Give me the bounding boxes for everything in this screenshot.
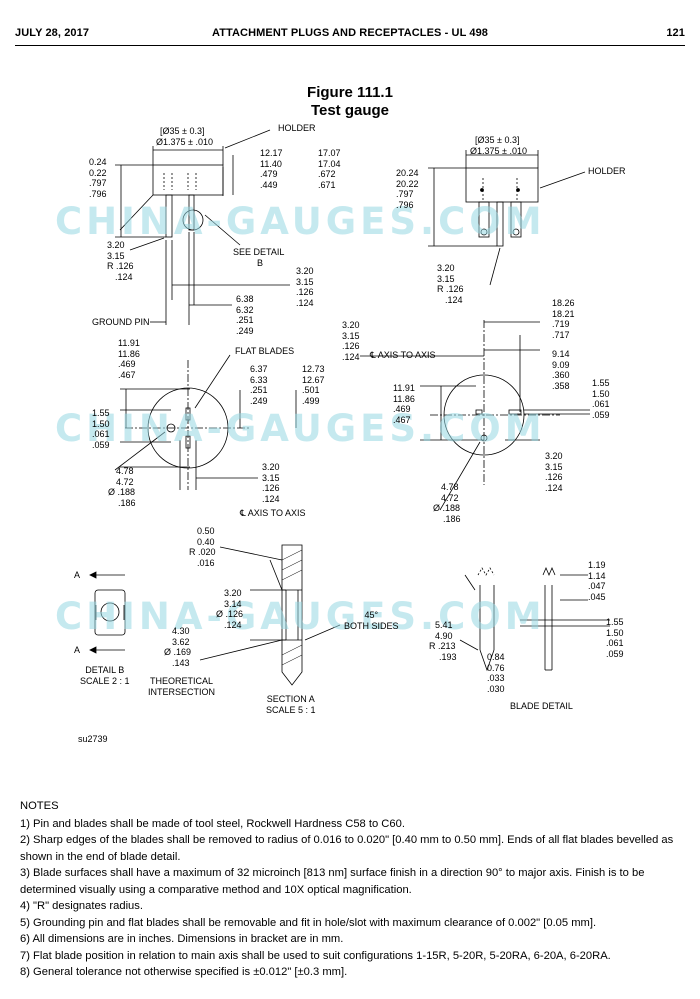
page-number: 121: [666, 27, 685, 39]
dim-024: 0.24 0.22 .797 .796: [89, 157, 107, 199]
side-view-right: [428, 150, 586, 286]
front-view-right: [360, 320, 590, 511]
blade-detail-caption: BLADE DETAIL: [510, 701, 573, 711]
front-view-left: [114, 354, 297, 490]
note-item: 8) General tolerance not otherwise speci…: [20, 966, 348, 978]
holder-label-right: HOLDER: [588, 166, 626, 176]
section-mark-bottom: A: [74, 645, 81, 655]
holder-dia-in-right: Ø1.375 ± .010: [470, 146, 527, 156]
note-item: 2) Sharp edges of the blades shall be re…: [20, 834, 674, 863]
dim-155-blade: 1.55 1.50 .061 .059: [606, 617, 624, 659]
header-date: JULY 28, 2017: [15, 27, 90, 39]
holder-dia-mm: [Ø35 ± 0.3]: [160, 126, 205, 136]
dim-478-left: 4.78 4.72 Ø .188 .186: [108, 466, 136, 508]
holder-dia-mm-right: [Ø35 ± 0.3]: [475, 135, 520, 145]
figure-caption: Test gauge: [310, 102, 390, 119]
dim-pin-320: 3.20 3.15 .126 .124: [296, 266, 314, 308]
dim-1826: 18.26 18.21 .719 .717: [552, 298, 575, 340]
dim-2024: 20.24 20.22 .797 .796: [396, 168, 419, 210]
dim-050: 0.50 0.40 R .020 .016: [189, 526, 216, 568]
dim-541: 5.41 4.90 R .213 .193: [429, 620, 457, 662]
holder-label: HOLDER: [278, 123, 316, 133]
bevel-45: 45° BOTH SIDES: [344, 610, 399, 631]
dim-320-mid: 3.20 3.15 .126 .124: [262, 462, 280, 504]
dim-1191-right: 11.91 11.86 .469 .467: [393, 383, 415, 425]
header-title: ATTACHMENT PLUGS AND RECEPTACLES - UL 49…: [211, 27, 489, 39]
dim-320-right: 3.20 3.15 .126 .124: [342, 320, 360, 362]
dim-1217: 12.17 11.40 .479 .449: [260, 148, 283, 190]
note-item: 5) Grounding pin and flat blades shall b…: [20, 916, 597, 929]
see-detail-label: SEE DETAIL B: [233, 247, 285, 268]
flat-blades-label: FLAT BLADES: [235, 346, 295, 356]
holder-dia-in: Ø1.375 ± .010: [156, 137, 213, 147]
figure-code: su2739: [78, 734, 108, 744]
note-item: 3) Blade surfaces shall have a maximum o…: [20, 867, 645, 896]
dim-155-left: 1.55 1.50 .061 .059: [92, 408, 110, 450]
dim-314: 3.20 3.14 Ø .126 .124: [216, 588, 244, 630]
dim-084: 0.84 0.76 .033 .030: [487, 652, 505, 694]
dim-1273: 12.73 12.67 .501 .499: [302, 364, 325, 406]
section-mark-top: A: [74, 570, 81, 580]
note-item: 1) Pin and blades shall be made of tool …: [20, 817, 405, 830]
detail-b-caption: DETAIL B SCALE 2 : 1: [80, 665, 130, 686]
figure-number: Figure 111.1: [307, 84, 393, 101]
section-a-view: [199, 544, 341, 686]
ground-pin-label: GROUND PIN: [92, 317, 150, 327]
dim-155-right: 1.55 1.50 .061 .059: [592, 378, 610, 420]
note-item: 6) All dimensions are in inches. Dimensi…: [20, 933, 344, 945]
axis-to-axis-right: ℄ AXIS TO AXIS: [370, 350, 436, 360]
header-rule: [15, 45, 685, 46]
detail-b-view: [89, 571, 126, 654]
dim-pin-radius: 3.20 3.15 R .126 .124: [107, 240, 134, 282]
notes-section: NOTES 1) Pin and blades shall be made of…: [20, 798, 680, 981]
dim-914: 9.14 9.09 .360 .358: [552, 349, 570, 391]
dim-430: 4.30 3.62 Ø .169 .143: [164, 626, 192, 668]
dim-1191-left: 11.91 11.86 .469 .467: [118, 338, 140, 380]
dim-pin-radius-right: 3.20 3.15 R .126 .124: [437, 263, 464, 305]
notes-heading: NOTES: [20, 800, 59, 812]
axis-to-axis-left: ℄ AXIS TO AXIS: [240, 508, 306, 518]
section-a-caption: SECTION A SCALE 5 : 1: [266, 694, 316, 715]
note-item: 4) "R" designates radius.: [20, 900, 143, 912]
blade-detail-view: [459, 566, 610, 672]
dim-320-lower-right: 3.20 3.15 .126 .124: [545, 451, 563, 493]
dim-638: 6.38 6.32 .251 .249: [236, 294, 254, 336]
theoretical-intersection: THEORETICAL INTERSECTION: [148, 676, 216, 697]
figure-title: Figure 111.1 Test gauge: [0, 84, 700, 120]
note-item: 7) Flat blade position in relation to ma…: [20, 949, 611, 962]
dim-478-right: 4.78 4.72 Ø .188 .186: [433, 482, 461, 524]
dim-637: 6.37 6.33 .251 .249: [250, 364, 268, 406]
side-view-left: [115, 129, 290, 325]
dim-119: 1.19 1.14 .047 .045: [588, 560, 606, 602]
dim-1707: 17.07 17.04 .672 .671: [318, 148, 341, 190]
